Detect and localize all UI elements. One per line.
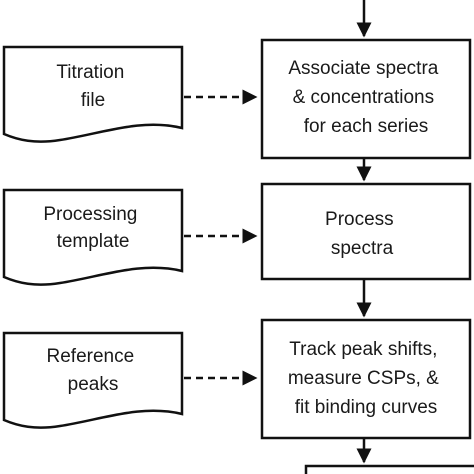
step-box-track-peak-shifts: [260, 318, 472, 440]
document-shape-titration-file: [2, 45, 184, 143]
step-box-associate-spectra: [260, 38, 472, 160]
step-box-process-spectra: [260, 182, 472, 281]
next-step-box-partial: [304, 464, 474, 474]
document-label-processing-template: Processing template: [43, 204, 142, 252]
step-label-process-spectra: Process spectra: [325, 209, 399, 259]
document-label-reference-peaks: Reference peaks: [47, 346, 140, 395]
step-label-track-peak-shifts: Track peak shifts, measure CSPs, & fit b…: [288, 339, 444, 418]
step-label-associate-spectra: Associate spectra & concentrations for e…: [288, 58, 443, 137]
document-label-titration-file: Titration file: [56, 62, 129, 111]
document-shape-processing-template: [2, 188, 184, 286]
document-shape-reference-peaks: [2, 331, 184, 429]
